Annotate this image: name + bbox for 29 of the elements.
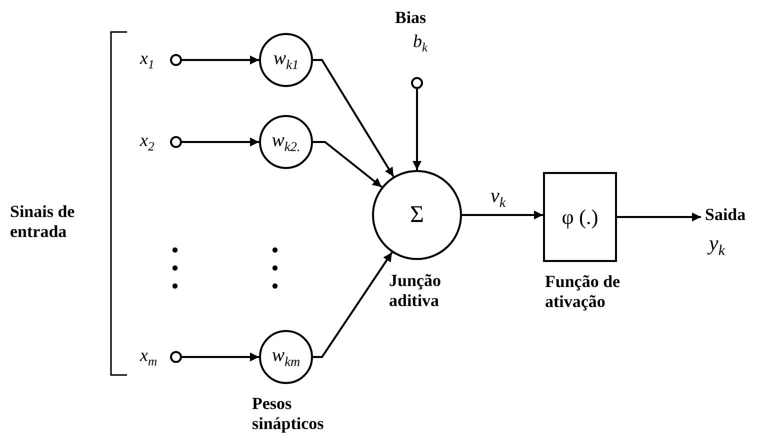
arrow bbox=[182, 138, 259, 146]
input-terminal bbox=[170, 136, 182, 148]
arrow bbox=[313, 252, 393, 358]
output-label-text: Saida bbox=[705, 205, 746, 226]
group-label: Sinais de entrada bbox=[10, 202, 76, 242]
caption-label: Junção aditiva bbox=[389, 271, 442, 311]
bias-label: Bias bbox=[395, 8, 426, 28]
caption-label: Função de ativação bbox=[545, 272, 622, 312]
arrow bbox=[313, 59, 394, 178]
arrow bbox=[617, 212, 701, 222]
math-symbol: x$_{1}$ bbox=[140, 48, 154, 73]
bias-terminal bbox=[411, 77, 423, 89]
weight-circle: w$_{k1}$ bbox=[259, 33, 313, 87]
summing-junction: Σ bbox=[372, 170, 462, 260]
arrow bbox=[182, 352, 259, 362]
weight-circle: w$_{km}$ bbox=[259, 330, 313, 384]
activation-function-box: φ (.) bbox=[543, 172, 617, 262]
arrow bbox=[462, 210, 543, 220]
arrow bbox=[182, 56, 259, 64]
arrow bbox=[313, 141, 382, 188]
input-terminal bbox=[170, 54, 182, 66]
math-symbol: x$_{m}$ bbox=[140, 345, 158, 370]
group-label: Pesos sinápticos bbox=[252, 394, 325, 434]
math-symbol: y$_{k}$ bbox=[709, 231, 725, 261]
weight-circle: w$_{k2.}$ bbox=[259, 115, 313, 169]
input-terminal bbox=[170, 351, 182, 363]
math-symbol: x$_{2}$ bbox=[140, 130, 154, 155]
math-symbol: b$_{k}$ bbox=[413, 31, 428, 56]
arrow bbox=[412, 89, 422, 170]
